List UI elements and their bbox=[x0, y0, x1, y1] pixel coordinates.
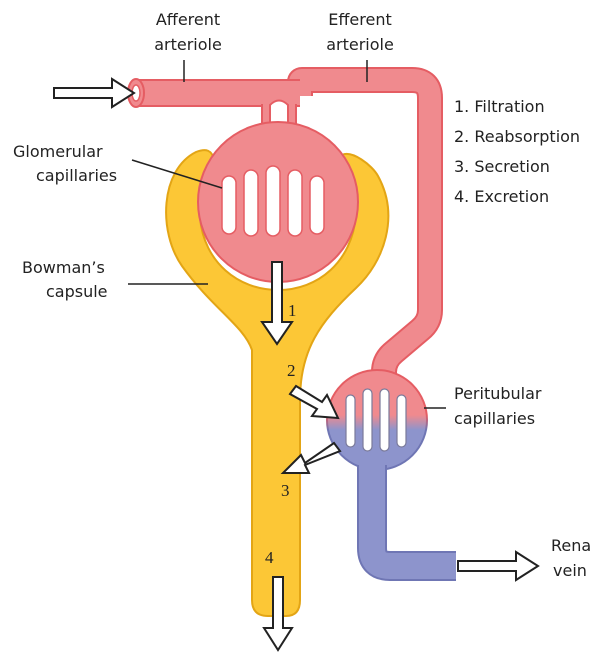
step-secretion: 3. Secretion bbox=[454, 157, 550, 176]
peritubular-capillary-ball bbox=[327, 370, 427, 470]
bowman-label-line2: capsule bbox=[46, 282, 108, 301]
marker-2: 2 bbox=[287, 361, 296, 380]
renal-vein-label-line2: vein bbox=[553, 561, 587, 580]
outflow-arrow bbox=[458, 552, 538, 580]
peritubular-label-line2: capillaries bbox=[454, 409, 535, 428]
glomerular-label-line1: Glomerular bbox=[13, 142, 103, 161]
marker-4: 4 bbox=[265, 548, 274, 567]
afferent-label-line2: arteriole bbox=[154, 35, 222, 54]
step-reabsorption: 2. Reabsorption bbox=[454, 127, 580, 146]
inflow-arrow bbox=[54, 79, 134, 107]
bowman-label-line1: Bowman’s bbox=[22, 258, 105, 277]
afferent-label-line1: Afferent bbox=[156, 10, 220, 29]
step-filtration: 1. Filtration bbox=[454, 97, 545, 116]
efferent-label-line2: arteriole bbox=[326, 35, 394, 54]
step-excretion: 4. Excretion bbox=[454, 187, 549, 206]
peritubular-label-line1: Peritubular bbox=[454, 384, 542, 403]
glomerular-label-line2: capillaries bbox=[36, 166, 117, 185]
marker-1: 1 bbox=[288, 301, 297, 320]
renal-vein-label-line1: Rena bbox=[551, 536, 591, 555]
marker-3: 3 bbox=[281, 481, 290, 500]
efferent-label-line1: Efferent bbox=[328, 10, 391, 29]
